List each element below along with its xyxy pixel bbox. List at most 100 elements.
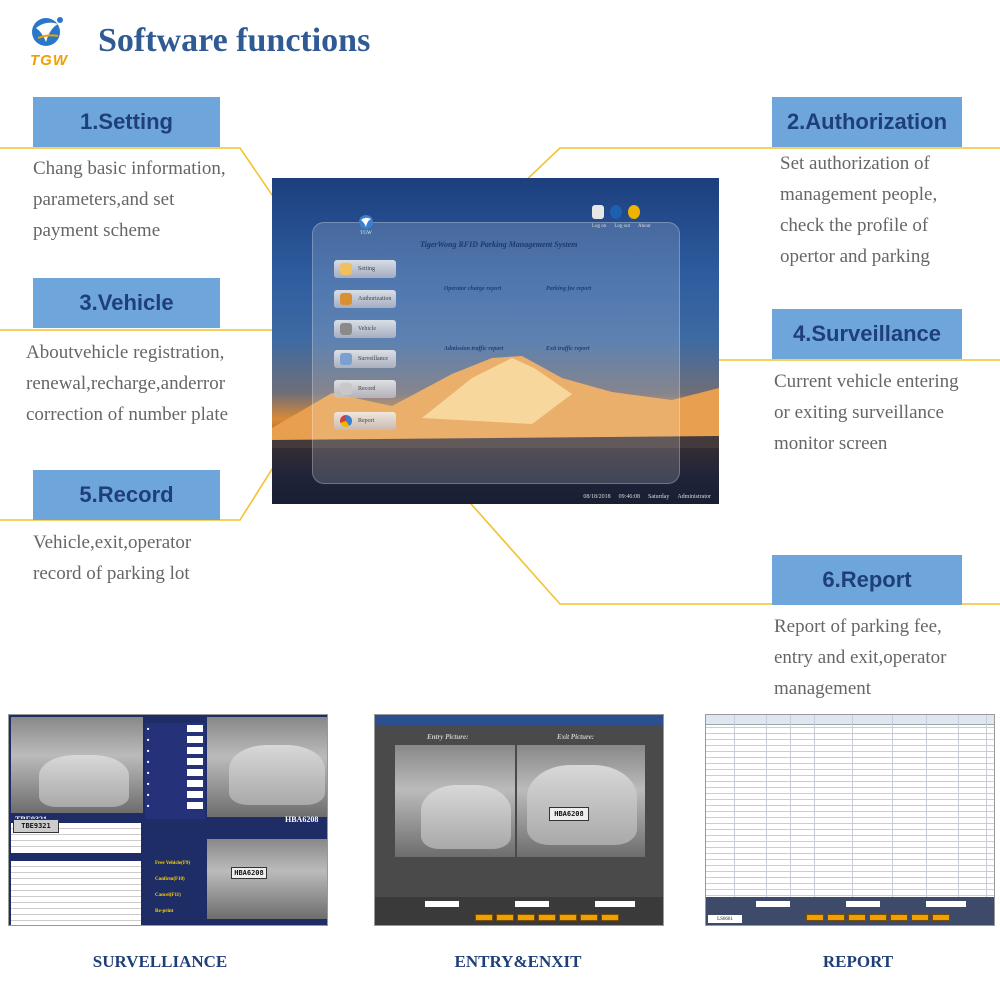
start-date-field[interactable] [425, 901, 459, 907]
end-date-field[interactable] [515, 901, 549, 907]
report-footer-code: LS6661 [708, 915, 742, 923]
desc-vehicle-line: renewal,recharge,anderror [26, 373, 226, 394]
desc-surveillance-line: monitor screen [774, 433, 888, 454]
menu-surveillance-button[interactable]: Surveillance [334, 350, 396, 368]
action-button[interactable] [475, 914, 493, 921]
menu-vehicle-button[interactable]: Vehicle [334, 320, 396, 338]
report-header-row [706, 715, 994, 725]
about-icon[interactable] [628, 205, 640, 219]
report-end-field[interactable] [846, 901, 880, 907]
action-button[interactable] [559, 914, 577, 921]
status-user: Administrator [677, 494, 711, 500]
desc-authorization-line: Set authorization of [780, 153, 930, 174]
menu-report-button[interactable]: Report [334, 412, 396, 430]
entry-car [421, 785, 511, 849]
report-grid-col [790, 715, 791, 905]
record-icon [340, 383, 352, 395]
report-grid-col [958, 715, 959, 905]
menu-setting-button[interactable]: Setting [334, 260, 396, 278]
action-button[interactable] [848, 914, 866, 921]
logon-label[interactable]: Log on [592, 224, 607, 229]
desc-authorization-line: opertor and parking [780, 246, 930, 267]
label-authorization: 2.Authorization [772, 97, 962, 147]
app-logo-text: TGW [360, 231, 372, 236]
form-row: ■ [145, 723, 205, 734]
reprint-button[interactable]: Re-print [155, 909, 174, 914]
desc-vehicle-line: correction of number plate [26, 404, 229, 425]
vehicle-no-field[interactable] [595, 901, 635, 907]
report-grid-col [852, 715, 853, 905]
action-button[interactable] [601, 914, 619, 921]
report-grid-col [766, 715, 767, 905]
action-button[interactable] [580, 914, 598, 921]
report-grid-row [706, 751, 994, 752]
logo-text: TGW [30, 52, 68, 69]
report-grid-col [926, 715, 927, 905]
confirm-button[interactable]: Confirm(F10) [155, 877, 185, 882]
admission-traffic-report-link[interactable]: Admission traffic report [444, 346, 504, 352]
parking-fee-report-link[interactable]: Parking fee report [546, 286, 592, 292]
report-bottom-bar: LS6661 [706, 897, 994, 925]
app-logo-icon [359, 215, 373, 229]
desc-surveillance: Current vehicle entering or exiting surv… [774, 366, 959, 459]
action-button[interactable] [890, 914, 908, 921]
cancel-button[interactable]: Cancel(F11) [155, 893, 181, 898]
report-start-field[interactable] [756, 901, 790, 907]
report-grid-row [706, 763, 994, 764]
camera-icon [340, 353, 352, 365]
desc-report-line: entry and exit,operator [774, 647, 947, 668]
menu-record-button[interactable]: Record [334, 380, 396, 398]
report-grid-row [706, 799, 994, 800]
label-report: 6.Report [772, 555, 962, 605]
form-row: ■ [145, 800, 205, 811]
report-vehicle-field[interactable] [926, 901, 966, 907]
action-button[interactable] [932, 914, 950, 921]
action-button[interactable] [538, 914, 556, 921]
info-grid [11, 823, 141, 853]
logon-icon[interactable] [592, 205, 604, 219]
action-button[interactable] [827, 914, 845, 921]
report-grid-row [706, 823, 994, 824]
logout-icon[interactable] [610, 205, 622, 219]
form-row: ■ [145, 756, 205, 767]
form-row: ■ [145, 745, 205, 756]
car-right [229, 745, 325, 805]
report-grid-row [706, 781, 994, 782]
menu-authorization-button[interactable]: Authorization [334, 290, 396, 308]
about-label[interactable]: About [638, 224, 651, 229]
free-vehicle-button[interactable]: Free Vehicle(F9) [155, 861, 191, 866]
action-button[interactable] [496, 914, 514, 921]
operator-charge-report-link[interactable]: Operator charge report [444, 286, 502, 292]
action-button[interactable] [517, 914, 535, 921]
desc-setting-line: parameters,and set [33, 189, 175, 210]
label-setting: 1.Setting [33, 97, 220, 147]
action-button[interactable] [911, 914, 929, 921]
report-grid-row [706, 859, 994, 860]
desc-record-line: record of parking lot [33, 563, 190, 584]
logout-label[interactable]: Log out [614, 224, 631, 229]
form-row: ■ [145, 789, 205, 800]
desc-authorization: Set authorization of management people, … [780, 148, 937, 272]
status-day: Saturday [648, 494, 670, 500]
form-row: ■ [145, 767, 205, 778]
label-vehicle: 3.Vehicle [33, 278, 220, 328]
action-button[interactable] [806, 914, 824, 921]
exit-car [527, 765, 637, 845]
report-button-row [806, 914, 950, 921]
car-icon [340, 323, 352, 335]
logo-emblem-icon [32, 17, 63, 46]
menu-surveillance-label: Surveillance [358, 356, 388, 362]
exit-traffic-report-link[interactable]: Exit traffic report [546, 346, 590, 352]
menu-authorization-label: Authorization [358, 296, 392, 302]
desc-authorization-line: check the profile of [780, 215, 929, 236]
exit-picture-label: Exit Picture: [557, 733, 595, 741]
desc-record: Vehicle,exit,operator record of parking … [33, 527, 191, 589]
desc-setting-line: payment scheme [33, 220, 161, 241]
action-button[interactable] [869, 914, 887, 921]
report-grid-col [734, 715, 735, 905]
report-grid-row [706, 787, 994, 788]
report-grid-row [706, 733, 994, 734]
report-grid-row [706, 775, 994, 776]
app-top-icons [592, 205, 640, 219]
entry-exit-thumbnail: Entry Picture: Exit Picture: HBA6208 [374, 714, 664, 926]
